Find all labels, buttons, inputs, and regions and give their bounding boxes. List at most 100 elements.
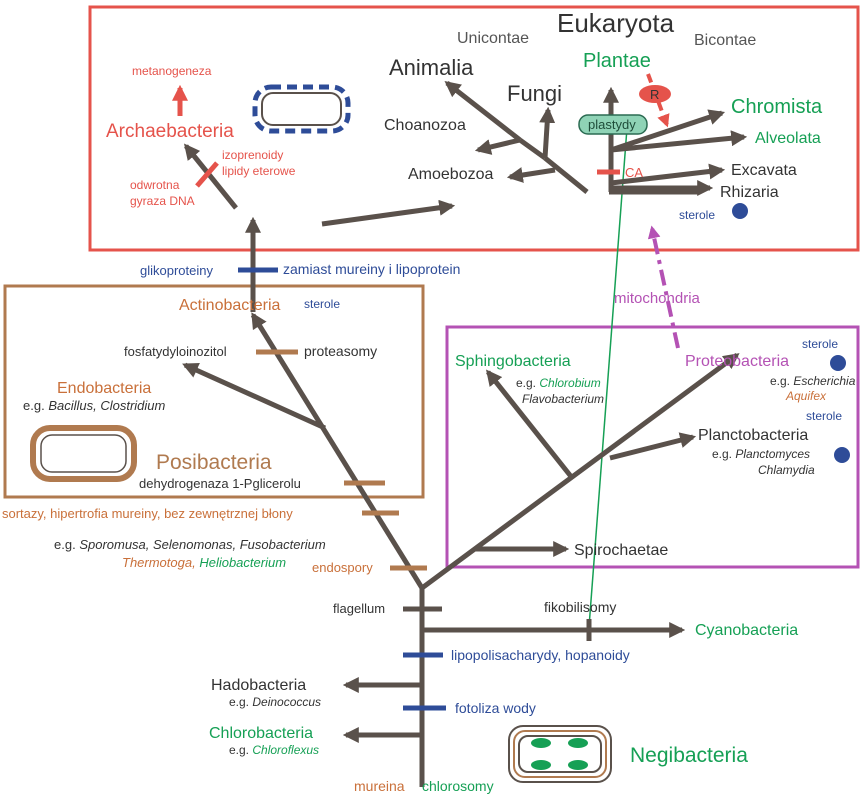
endobacteria-eg: e.g. Bacillus, Clostridium: [23, 398, 166, 413]
rhizaria-label: Rhizaria: [720, 184, 779, 201]
red-algae-to-chromista-arrow: [646, 73, 670, 128]
fosfatydylo-label: fosfatydyloinozitol: [124, 344, 227, 359]
mitochondria-arrow: [647, 225, 680, 349]
fotoliza-label: fotoliza wody: [455, 700, 536, 716]
animalia-label: Animalia: [389, 55, 474, 80]
chlorobium-eg: e.g. Chlorobium: [516, 376, 601, 390]
sporomusa-example: Sporomusa, Selenomonas, Fusobacterium: [79, 537, 326, 552]
flagellum-label: flagellum: [333, 601, 385, 616]
sphingobacteria-label: Sphingobacteria: [455, 353, 571, 370]
planctomyces-example: Planctomyces: [735, 447, 810, 461]
opisthokont-stem: [518, 137, 547, 161]
bacillus-example: Bacillus, Clostridium: [48, 398, 165, 413]
plastydy-label: plastydy: [588, 117, 636, 132]
lipopolisacharydy-label: lipopolisacharydy, hopanoidy: [451, 647, 630, 663]
branch-to-amoebozoa: [506, 167, 556, 183]
branch-to-choanozoa: [474, 137, 521, 155]
mureina-label: mureina: [354, 778, 405, 794]
unicontae-label: Unicontae: [457, 30, 529, 47]
sortazy-label: sortazy, hipertrofia mureiny, bez zewnęt…: [2, 506, 293, 521]
sterole-dot-proteobacteria: [830, 355, 846, 371]
zamiast-label: zamiast mureiny i lipoprotein: [283, 261, 460, 277]
proteo-stem: [420, 352, 740, 591]
branch-to-planctobacteria: [609, 432, 697, 461]
proteobacteria-box: [445, 325, 860, 569]
amoebozoa-label: Amoebozoa: [408, 166, 493, 183]
chloroflexus-eg: e.g. Chloroflexus: [229, 743, 319, 757]
unikont-stem: [543, 156, 589, 194]
branch-to-eukaryota: [321, 199, 456, 227]
branch-to-alveolata: [610, 130, 748, 153]
alveolata-label: Alveolata: [755, 130, 821, 147]
proteasomy-label: proteasomy: [304, 343, 377, 359]
chlorobium-example: Chlorobium: [539, 376, 600, 390]
flavobacterium-example: Flavobacterium: [522, 392, 604, 406]
plastid-origin-line: [587, 127, 628, 641]
sporomusa-eg: e.g. Sporomusa, Selenomonas, Fusobacteri…: [54, 537, 326, 552]
mitochondria-label: mitochondria: [614, 290, 701, 307]
chlorosomy-label: chlorosomy: [422, 778, 494, 794]
branch-to-sphingobacteria: [486, 369, 575, 481]
eukaryota-archaea-box: [88, 5, 860, 252]
posibacteria-label: Posibacteria: [156, 451, 272, 474]
planctomyces-eg: e.g. Planctomyces: [712, 447, 810, 461]
escherichia-example: Escherichia: [793, 374, 855, 388]
actinobacteria-label: Actinobacteria: [179, 297, 280, 314]
branch-to-fungi: [539, 106, 556, 159]
red-algae-badge: [639, 85, 671, 103]
negibacteria-cell-icon: [508, 725, 612, 783]
bicontae-label: Bicontae: [694, 32, 756, 49]
fungi-label: Fungi: [507, 81, 562, 106]
cyanobacteria-label: Cyanobacteria: [695, 622, 798, 639]
thermotoga-example: Thermotoga,: [122, 555, 196, 570]
posibacteria-stem: [250, 312, 425, 590]
thermotoga-line: Thermotoga, Heliobacterium: [122, 555, 286, 570]
glikoproteiny-label: glikoproteiny: [140, 263, 213, 278]
hadobacteria-label: Hadobacteria: [211, 677, 306, 694]
branch-to-archaebacteria: [183, 143, 238, 210]
endospory-label: endospory: [312, 560, 373, 575]
heliobacterium-example: Heliobacterium: [199, 555, 286, 570]
negibacteria-label: Negibacteria: [630, 744, 748, 767]
eukaryota-title: Eukaryota: [557, 8, 675, 38]
odwrotna-label: odwrotna: [130, 178, 180, 192]
posibacteria-box: [3, 284, 425, 499]
sterole-label-eukaryota: sterole: [679, 208, 715, 222]
sterole-label-actino: sterole: [304, 297, 340, 311]
sterole-dot-planctobacteria: [834, 447, 850, 463]
metanogeneza-label: metanogeneza: [132, 64, 212, 78]
proteobacteria-label: Proteobacteria: [685, 353, 789, 370]
excavata-label: Excavata: [731, 162, 797, 179]
aquifex-example: Aquifex: [785, 389, 827, 403]
deinococcus-example: Deinococcus: [252, 695, 321, 709]
lipidy-label: lipidy eterowe: [222, 164, 296, 178]
sterole-dot-eukaryota: [732, 203, 748, 219]
endobacteria-label: Endobacteria: [57, 380, 151, 397]
fikobilisomy-label: fikobilisomy: [544, 599, 616, 615]
deinococcus-eg: e.g. Deinococcus: [229, 695, 321, 709]
chromista-label: Chromista: [731, 96, 823, 118]
branch-to-endobacteria: [182, 362, 327, 431]
ca-label: CA: [625, 165, 643, 180]
chlorobacteria-label: Chlorobacteria: [209, 725, 313, 742]
r-label: R: [650, 87, 659, 102]
chlamydia-example: Chlamydia: [758, 463, 815, 477]
plastydy-badge: [578, 114, 648, 135]
plantae-label: Plantae: [583, 50, 651, 72]
chloroflexus-example: Chloroflexus: [252, 743, 319, 757]
planctobacteria-label: Planctobacteria: [698, 427, 808, 444]
archaea-cell-icon: [252, 84, 351, 134]
sterole-label-proteo-1: sterole: [802, 337, 838, 351]
spirochaetae-label: Spirochaetae: [574, 542, 668, 559]
branch-to-animalia: [444, 81, 522, 142]
dehydrogenaza-label: dehydrogenaza 1-Pglicerolu: [139, 476, 301, 491]
gyraza-label: gyraza DNA: [130, 194, 195, 208]
archaebacteria-label: Archaebacteria: [106, 121, 234, 142]
branch-to-excavata: [610, 163, 726, 186]
posibacteria-cell-icon: [30, 425, 137, 482]
escherichia-eg: e.g. Escherichia: [770, 374, 856, 388]
choanozoa-label: Choanozoa: [384, 117, 466, 134]
branch-to-chromista: [610, 109, 726, 153]
